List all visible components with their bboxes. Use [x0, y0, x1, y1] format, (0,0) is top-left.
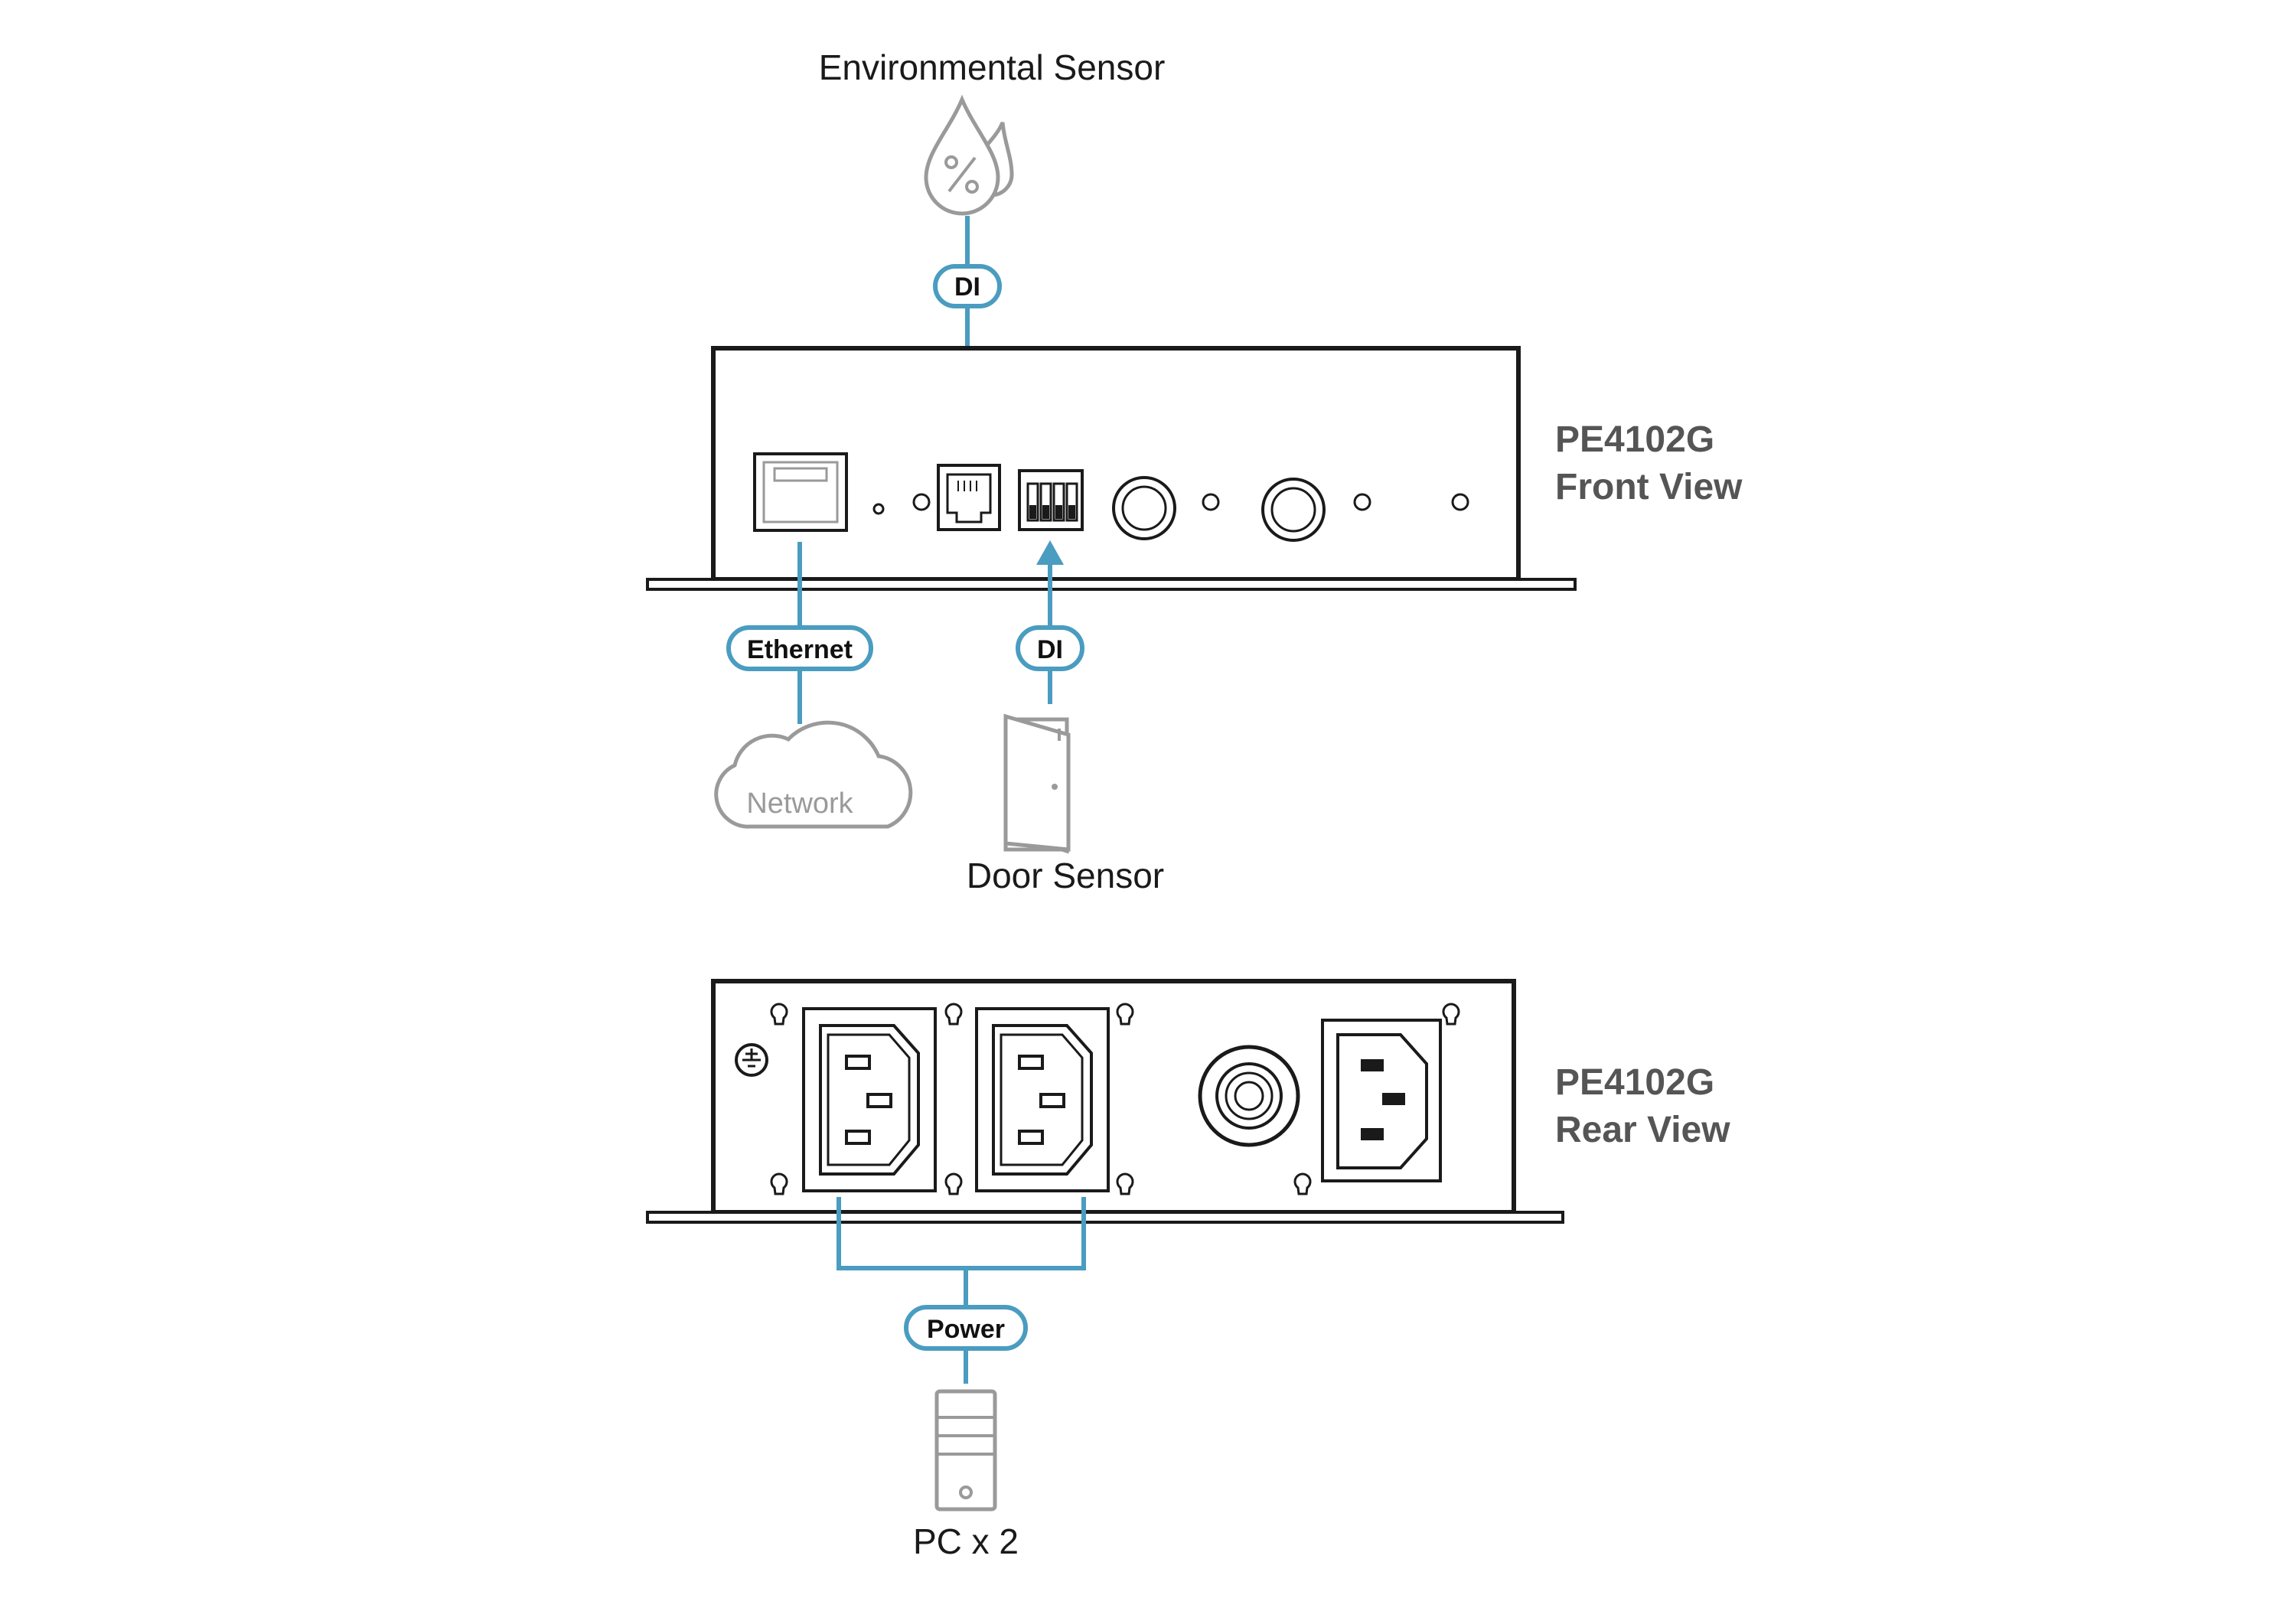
round-button-1-icon: [1112, 476, 1176, 540]
front-model-label: PE4102G: [1555, 419, 1714, 460]
led-2: [912, 493, 931, 511]
power-inlet-icon: [1321, 1019, 1442, 1182]
breaker-icon: [1198, 1045, 1300, 1147]
ethernet-label: Ethernet: [747, 635, 853, 664]
keyhole-icon: [770, 1003, 788, 1026]
ground-screw-icon: [735, 1043, 768, 1077]
keyhole-icon: [1442, 1003, 1460, 1026]
led-4: [1353, 493, 1371, 511]
power-connection: Power: [837, 1197, 1086, 1384]
led-1: [872, 503, 885, 515]
door-sensor-label: Door Sensor: [967, 856, 1164, 895]
led-3: [1202, 493, 1220, 511]
cloud-icon: Network: [714, 720, 913, 829]
round-button-2-icon: [1261, 478, 1326, 542]
rear-device: [646, 979, 1564, 1224]
door-icon: [1003, 713, 1071, 854]
pc-label: PC x 2: [913, 1521, 1019, 1561]
di-top-label: DI: [954, 272, 980, 302]
outlet-1-icon: [802, 1007, 937, 1192]
humidity-drops-icon: [924, 94, 1014, 216]
dip-switch-icon: [1018, 469, 1084, 531]
front-view-label: Front View: [1555, 467, 1743, 507]
di-bottom-connection: DI: [1016, 540, 1084, 704]
keyhole-icon: [944, 1003, 963, 1026]
rear-view-label: Rear View: [1555, 1110, 1730, 1150]
led-5: [1451, 493, 1469, 511]
front-device: [646, 346, 1577, 591]
ethernet-port-icon: [753, 452, 848, 532]
network-label: Network: [746, 788, 853, 820]
keyhole-icon: [1293, 1172, 1312, 1195]
outlet-2-icon: [975, 1007, 1110, 1192]
keyhole-icon: [944, 1172, 963, 1195]
env-sensor-label: Environmental Sensor: [819, 47, 1166, 87]
power-label: Power: [927, 1315, 1005, 1344]
di-port-icon: [937, 464, 1001, 531]
keyhole-icon: [770, 1172, 788, 1195]
pc-tower-icon: [934, 1389, 997, 1512]
keyhole-icon: [1116, 1003, 1134, 1026]
mounting-holes: [770, 1003, 1460, 1195]
ethernet-connection: Ethernet: [726, 542, 873, 724]
rear-model-label: PE4102G: [1555, 1062, 1714, 1103]
di-bottom-label: DI: [1037, 635, 1063, 664]
keyhole-icon: [1116, 1172, 1134, 1195]
